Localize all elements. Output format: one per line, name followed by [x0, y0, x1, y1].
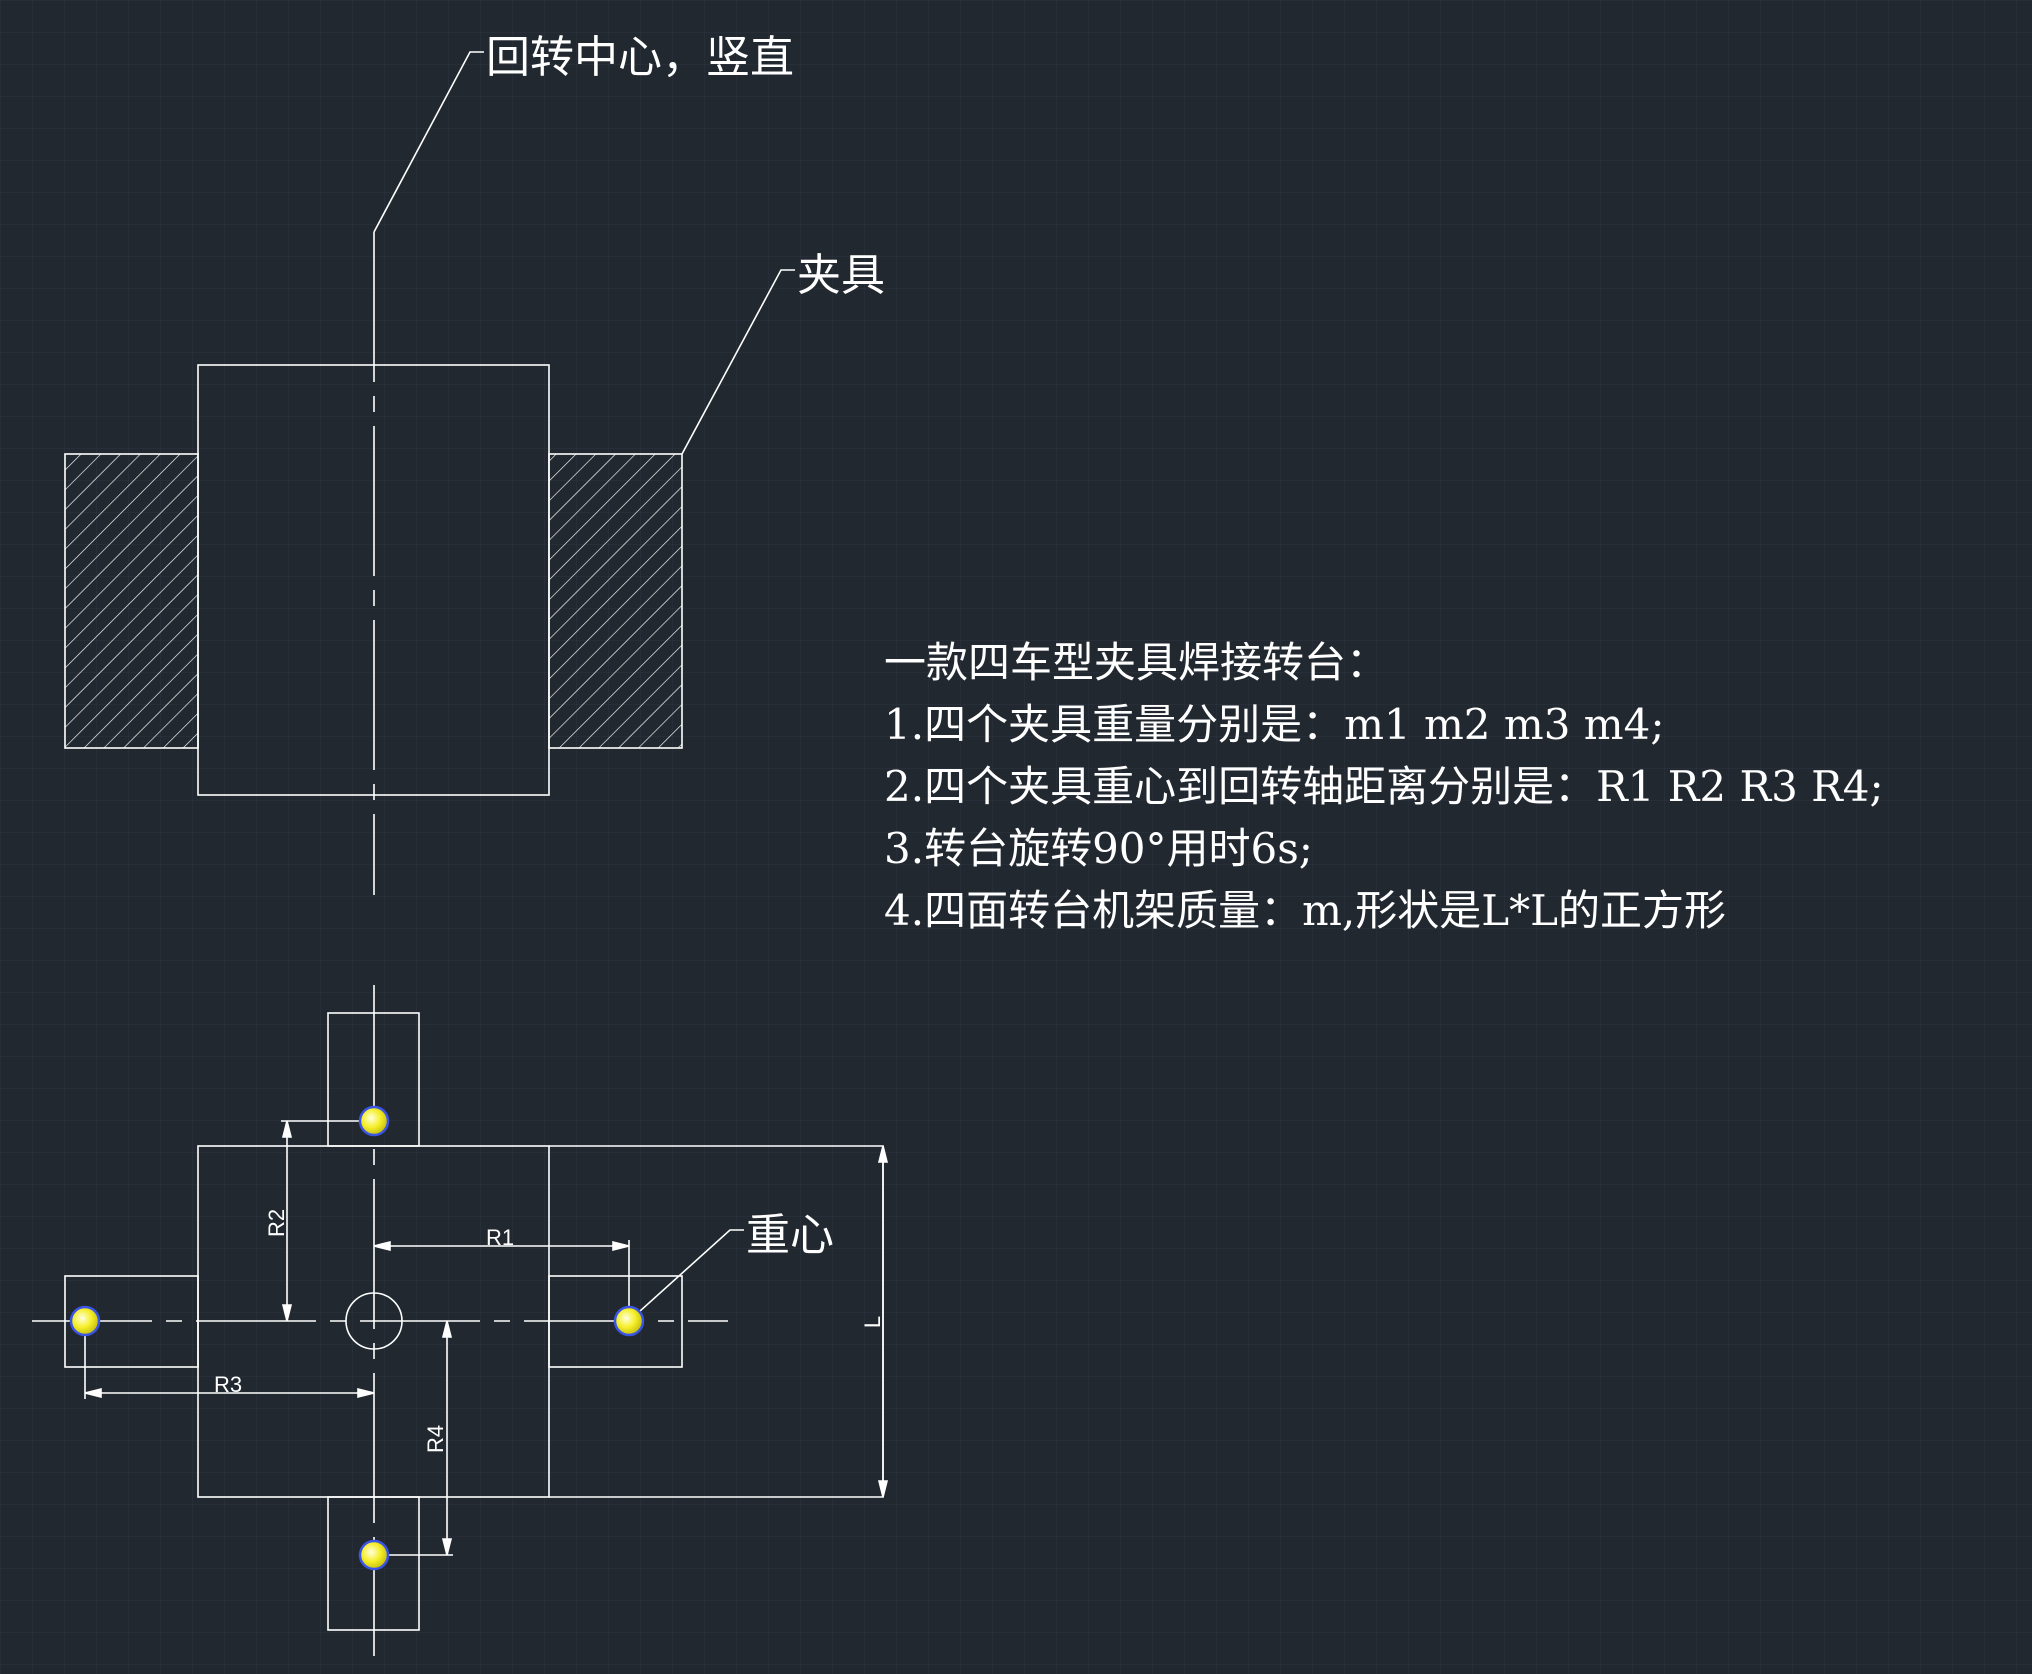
note-line: 4.四面转台机架质量：m,形状是L*L的正方形: [884, 886, 1726, 935]
cog-dot-right: [613, 1305, 645, 1337]
dim-r4-text: R4: [423, 1425, 448, 1453]
dim-r2-text: R2: [264, 1209, 289, 1237]
top-view: [32, 985, 889, 1656]
cog-dot-left: [69, 1305, 101, 1337]
rotation-center-label: 回转中心，竖直: [486, 32, 794, 83]
notes-block: 一款四车型夹具焊接转台： 1.四个夹具重量分别是：m1 m2 m3 m4; 2.…: [884, 638, 1884, 935]
cog-dot-bottom: [358, 1539, 390, 1571]
rotation-center-leader: [373, 51, 484, 233]
cog-label: 重心: [746, 1210, 834, 1261]
cog-markers: [69, 1105, 645, 1571]
rotation-hub: [345, 1292, 403, 1350]
dim-r2: [281, 1120, 374, 1322]
dim-l-text: L: [860, 1316, 885, 1328]
note-line: 2.四个夹具重心到回转轴距离分别是：R1 R2 R3 R4;: [884, 762, 1884, 811]
dim-r1-text: R1: [486, 1225, 514, 1250]
dim-r3-text: R3: [214, 1372, 242, 1397]
fixture-label: 夹具: [797, 250, 885, 301]
note-line: 一款四车型夹具焊接转台：: [884, 638, 1388, 687]
dim-l: [877, 1145, 889, 1498]
note-line: 1.四个夹具重量分别是：m1 m2 m3 m4;: [884, 700, 1664, 749]
cog-dot-top: [358, 1105, 390, 1137]
front-view: [64, 51, 795, 895]
fixture-right: [548, 453, 683, 749]
cog-leader: [628, 1229, 744, 1322]
fixture-left: [64, 453, 199, 749]
note-line: 3.转台旋转90°用时6s;: [884, 824, 1313, 873]
fixture-leader: [681, 269, 795, 455]
